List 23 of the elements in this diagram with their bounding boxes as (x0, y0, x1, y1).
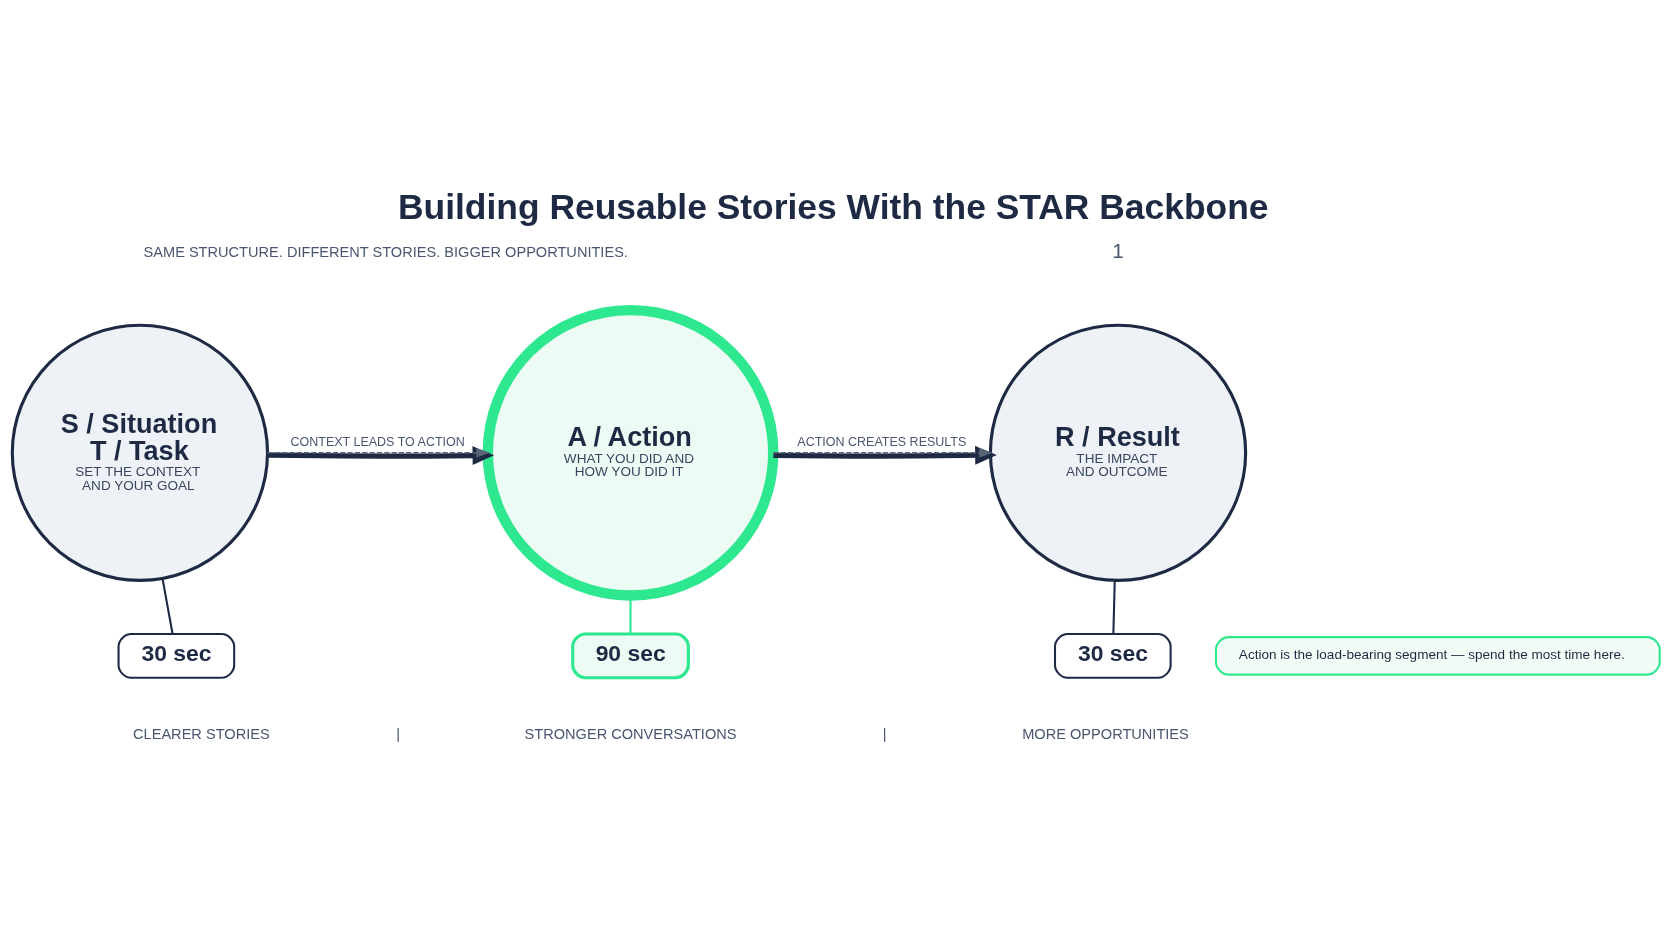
edge-label: ACTION CREATES RESULTS (797, 435, 967, 450)
label: STRONGER CONVERSATIONS (524, 725, 737, 742)
arrow (267, 446, 495, 465)
node-circle: R / Result THE IMPACT AND OUTCOME (988, 323, 1248, 582)
node-box: 90 sec (571, 632, 690, 680)
node-circle: S / Situation T / Task SET THE CONTEXT AND YOUR GOAL (10, 323, 270, 582)
label: | (882, 725, 887, 742)
arrow (266, 448, 490, 458)
edge-label: CONTEXT LEADS TO ACTION (290, 435, 465, 450)
node-circle: A / Action WHAT YOU DID AND HOW YOU DID IT (482, 304, 779, 601)
label: | (396, 725, 401, 742)
connector (161, 578, 174, 635)
label: SAME STRUCTURE. DIFFERENT STORIES. BIGGER OPPORTUNITIES. (143, 243, 628, 260)
node-box: 30 sec (1053, 633, 1172, 679)
label: 1 (1112, 239, 1124, 262)
node-box: Action is the load-bearing segment — spend the most time here. (1214, 636, 1661, 676)
node-box: 30 sec (117, 633, 236, 679)
label: CLEARER STORIES (133, 725, 270, 742)
label: MORE OPPORTUNITIES (1022, 725, 1189, 742)
arrow (773, 445, 997, 465)
diagram-title: Building Reusable Stories With the STAR Backbone (397, 186, 1269, 227)
arrow (772, 448, 993, 458)
connector (1112, 580, 1116, 635)
